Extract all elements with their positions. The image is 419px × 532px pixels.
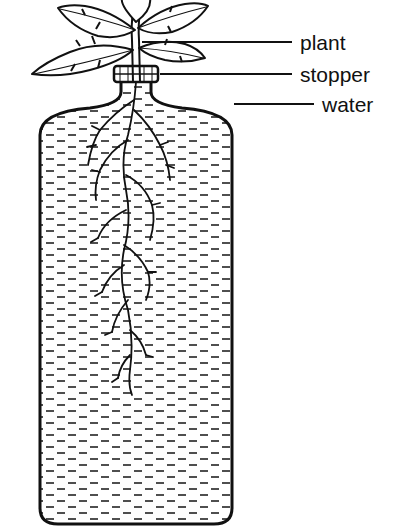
leaves <box>32 0 208 75</box>
bottle-water <box>40 80 232 524</box>
roots <box>87 82 174 395</box>
part-label: water <box>320 94 375 115</box>
leader-lines <box>142 42 314 104</box>
part-label: plant <box>298 32 348 53</box>
stopper <box>114 66 158 82</box>
part-label: stopper <box>298 64 372 85</box>
